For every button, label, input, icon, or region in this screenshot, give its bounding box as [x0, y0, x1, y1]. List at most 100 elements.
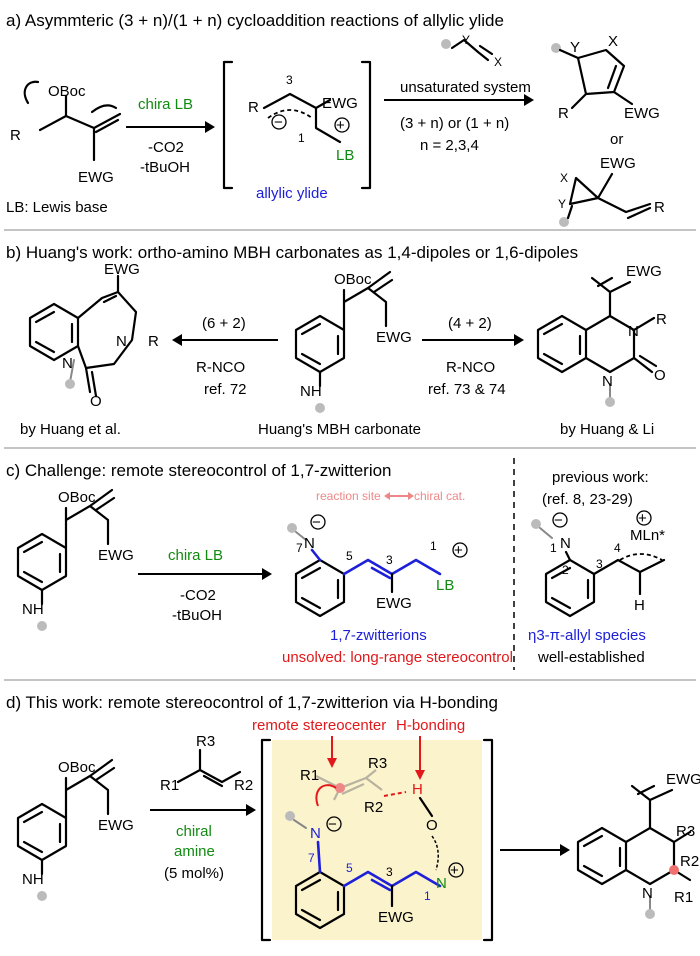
- left-cond: (6 + 2): [202, 315, 246, 332]
- arrow-d-product: [500, 844, 570, 856]
- boc-label: OBoc: [48, 83, 86, 100]
- left-r: R: [148, 333, 159, 350]
- arrow-b-right: (4 + 2) R-NCO ref. 73 & 74: [422, 315, 524, 398]
- svg-text:−: −: [554, 512, 563, 529]
- pos-3: 3: [286, 73, 293, 87]
- product-d: EWG R3 R2 R1 N: [576, 771, 700, 919]
- n-label: n = 2,3,4: [420, 137, 479, 154]
- left-n2: N: [62, 355, 73, 372]
- ts-n1: N: [436, 875, 447, 892]
- reagent-chira-lb: chira LB: [138, 96, 193, 113]
- ts-r3: R3: [368, 755, 387, 772]
- section-b-title: b) Huang's work: ortho-amino MBH carbona…: [6, 243, 578, 262]
- or-label: or: [610, 131, 623, 148]
- c-lb: LB: [436, 577, 454, 594]
- d-ewg: EWG: [98, 817, 134, 834]
- substrate-d: OBoc EWG NH: [16, 758, 134, 901]
- ts-n7: N: [310, 825, 321, 842]
- ewg-label: EWG: [78, 169, 114, 186]
- arrow-c: chira LB -CO2 -tBuOH: [138, 547, 272, 624]
- right-cond: (4 + 2): [448, 315, 492, 332]
- prev-refs: (ref. 8, 23-29): [542, 491, 633, 508]
- svg-text:+: +: [638, 510, 647, 527]
- ts-num1: 1: [424, 889, 431, 903]
- right-ref: ref. 73 & 74: [428, 381, 506, 398]
- arrow-d: R1 R3 R2 chiral amine (5 mol%): [150, 733, 256, 882]
- left-ewg: EWG: [104, 261, 140, 278]
- mbh-carbonate-b: OBoc EWG NH Huang's MBH carbonate: [258, 270, 421, 438]
- transition-state-d: remote stereocenter H-bonding R1 R3 R2 H…: [252, 717, 494, 942]
- ts-h: H: [412, 781, 423, 798]
- right-n1: N: [628, 323, 639, 340]
- mid-ewg: EWG: [376, 329, 412, 346]
- reaction-site: reaction site: [316, 489, 381, 503]
- established-caption: well-established: [537, 649, 645, 666]
- c-ewg: EWG: [98, 547, 134, 564]
- substrate-c: OBoc EWG NH: [16, 488, 134, 631]
- svg-text:+: +: [336, 117, 345, 134]
- allyl-caption: η3-π-allyl species: [528, 627, 646, 644]
- ylide-caption: allylic ylide: [256, 185, 328, 202]
- prev-work: previous work:: [552, 469, 649, 486]
- co2-label: -CO2: [148, 139, 184, 156]
- ts-o: O: [426, 817, 438, 834]
- svg-text:+: +: [450, 862, 459, 879]
- cp-x: X: [560, 171, 568, 185]
- products-a: Y X R EWG or EWG X Y R: [551, 33, 665, 227]
- tbuoh-label: -tBuOH: [140, 159, 190, 176]
- olefin-r2: R2: [234, 777, 253, 794]
- c-nh: NH: [22, 601, 44, 618]
- arrow-a1: chira LB -CO2 -tBuOH: [126, 96, 215, 176]
- mid-caption: Huang's MBH carbonate: [258, 421, 421, 438]
- ts-r2: R2: [364, 799, 383, 816]
- pos-1: 1: [298, 131, 305, 145]
- section-d-title: d) This work: remote stereocontrol of 1,…: [6, 693, 498, 712]
- right-caption: by Huang & Li: [560, 421, 654, 438]
- c-n7: N: [304, 535, 315, 552]
- mid-boc: OBoc: [334, 271, 372, 288]
- ylide-ewg: EWG: [322, 95, 358, 112]
- arrow-a2: Y X unsaturated system (3 + n) or (1 + n…: [384, 33, 534, 154]
- section-a-title: a) Asymmteric (3 + n)/(1 + n) cycloaddit…: [6, 11, 504, 30]
- ring-y: Y: [570, 39, 580, 56]
- allylic-ylide: R 3 EWG 1 LB − + allylic ylide: [222, 60, 372, 202]
- prod-n: N: [642, 885, 653, 902]
- d-nh: NH: [22, 871, 44, 888]
- unsolved-caption: unsolved: long-range stereocontrol: [282, 649, 513, 666]
- y-atom: Y: [462, 33, 470, 47]
- ts-ewg: EWG: [378, 909, 414, 926]
- section-c-title: c) Challenge: remote stereocontrol of 1,…: [6, 461, 392, 480]
- allyl-ml: MLn*: [630, 527, 665, 544]
- mid-nh: NH: [300, 383, 322, 400]
- c-zw-ewg: EWG: [376, 595, 412, 612]
- product-b-left: EWG N N O R by Huang et al.: [20, 261, 159, 438]
- zwitterion-c: reaction site chiral cat. N 7 − 5 3 1 LB…: [282, 489, 513, 666]
- ts-num3: 3: [386, 865, 393, 879]
- c-boc: OBoc: [58, 489, 96, 506]
- allyl-species-c: previous work: (ref. 8, 23-29) N 1 − 2 3…: [528, 469, 665, 666]
- right-r: R: [656, 311, 667, 328]
- ylide-lb: LB: [336, 147, 354, 164]
- zwitterion-caption: 1,7-zwitterions: [330, 627, 427, 644]
- ring-ewg: EWG: [624, 105, 660, 122]
- right-ewg: EWG: [626, 263, 662, 280]
- ylide-r: R: [248, 99, 259, 116]
- ts-num7: 7: [308, 851, 315, 865]
- x-atom: X: [494, 55, 502, 69]
- svg-text:−: −: [312, 514, 321, 531]
- svg-text:−: −: [328, 816, 337, 833]
- allyl-num3: 3: [596, 557, 603, 571]
- olefin-r3: R3: [196, 733, 215, 750]
- prod-r3: R3: [676, 823, 695, 840]
- allyl-h: H: [634, 597, 645, 614]
- ts-r1: R1: [300, 767, 319, 784]
- hbond-label: H-bonding: [396, 717, 465, 734]
- right-n2: N: [602, 373, 613, 390]
- chiral-label: chiral: [176, 823, 212, 840]
- svg-text:+: +: [454, 542, 463, 559]
- left-reag: R-NCO: [196, 359, 245, 376]
- prod-r2: R2: [680, 853, 699, 870]
- ts-num5: 5: [346, 861, 353, 875]
- cp-r: R: [654, 199, 665, 216]
